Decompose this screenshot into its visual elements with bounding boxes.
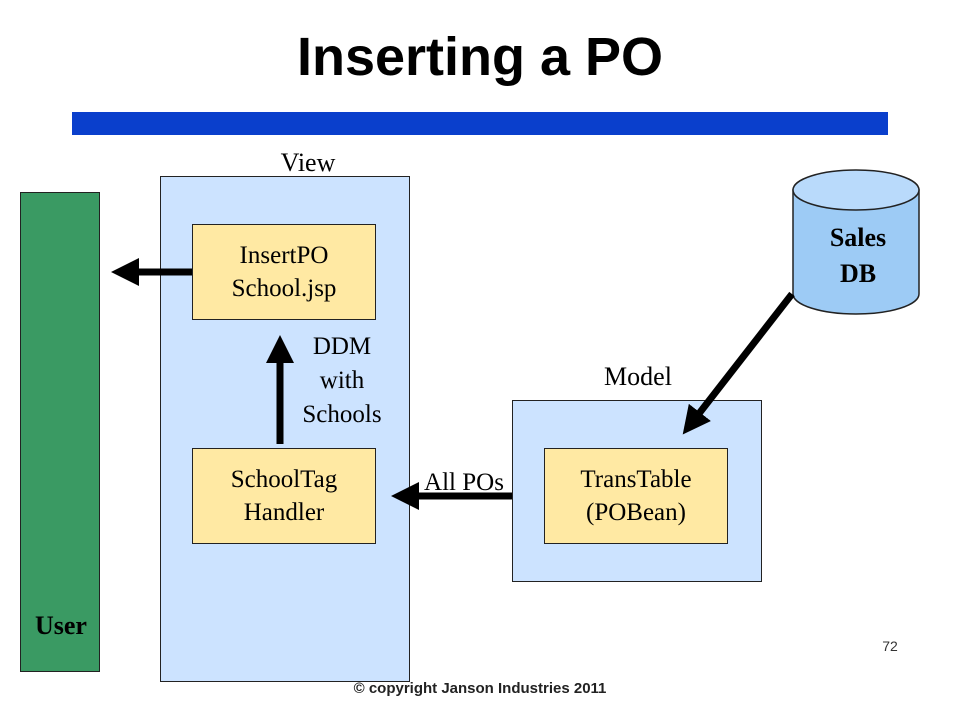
schooltag-line2: Handler: [243, 499, 325, 526]
insertpo-jsp-box: InsertPO School.jsp: [192, 224, 376, 320]
page-number: 72: [882, 638, 898, 654]
ddm-with-schools-label: DDM with Schools: [282, 330, 402, 432]
slide-title: Inserting a PO: [296, 27, 664, 87]
transtable-line1: TransTable: [580, 466, 692, 493]
view-label: View: [280, 148, 336, 177]
transtable-line2: (POBean): [586, 499, 686, 526]
model-label: Model: [604, 362, 672, 391]
insertpo-line2: School.jsp: [231, 275, 337, 302]
ddm-line1: DDM: [312, 333, 372, 360]
copyright-footer: © copyright Janson Industries 2011: [353, 680, 607, 697]
insertpo-line1: InsertPO: [239, 242, 329, 269]
user-label: User: [35, 611, 87, 640]
title-underline-bar: [72, 112, 888, 135]
ddm-line3: Schools: [302, 401, 382, 428]
sales-db-line2: DB: [839, 259, 877, 288]
schooltag-line1: SchoolTag: [230, 466, 338, 493]
transtable-box: TransTable (POBean): [544, 448, 728, 544]
ddm-line2: with: [319, 367, 365, 394]
sales-db-label: Sales DB: [796, 220, 920, 292]
arrow-db-to-transtable: [682, 291, 795, 435]
user-column: User: [20, 192, 100, 672]
sales-db-line1: Sales: [829, 223, 887, 252]
all-pos-label: All POs: [424, 469, 504, 496]
sales-db-cylinder: [792, 169, 920, 315]
schooltag-handler-box: SchoolTag Handler: [192, 448, 376, 544]
